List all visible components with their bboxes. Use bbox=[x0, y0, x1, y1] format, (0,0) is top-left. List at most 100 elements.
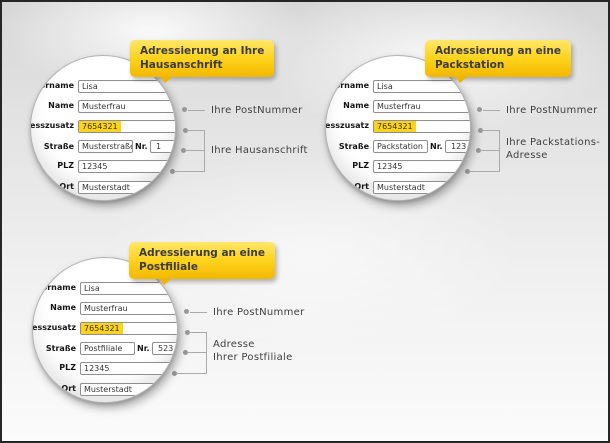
ort-field: Musterstadt bbox=[78, 180, 175, 194]
magnifier-circle: Vorname Lisa Name Musterfrau Adresszusat… bbox=[30, 55, 176, 201]
nr-label: Nr. bbox=[137, 343, 150, 353]
field-label: Adresszusatz bbox=[30, 121, 74, 130]
connector-dot bbox=[478, 128, 483, 133]
panel-hausanschrift: Vorname Lisa Name Musterfrau Adresszusat… bbox=[30, 40, 330, 240]
form-row-adresszusatz: Adresszusatz 7654321 bbox=[326, 119, 470, 133]
ort-field: Musterstadt bbox=[373, 180, 470, 194]
form-row-ort: Ort Musterstadt bbox=[31, 180, 175, 194]
postnummer-annotation: Ihre PostNummer bbox=[506, 104, 598, 116]
connector-line bbox=[190, 311, 207, 313]
postnummer-highlight: 7654321 bbox=[79, 120, 121, 132]
strasse-field: Musterstraße bbox=[78, 140, 133, 153]
form-row-adresszusatz: Adresszusatz 7654321 bbox=[31, 119, 175, 133]
nr-label: Nr. bbox=[135, 141, 148, 151]
title-line: Adressierung an Ihre bbox=[140, 45, 265, 57]
title-line: Adressierung an eine bbox=[435, 45, 561, 57]
field-label: PLZ bbox=[57, 161, 74, 170]
connector-line bbox=[482, 130, 500, 131]
field-label: Straße bbox=[45, 343, 76, 353]
bracket-line bbox=[204, 130, 205, 172]
vorname-field: Lisa bbox=[373, 79, 470, 93]
name-field: Musterfrau bbox=[80, 301, 177, 315]
field-label: Ort bbox=[59, 182, 74, 191]
title-line: Hausanschrift bbox=[140, 59, 223, 71]
connector-line bbox=[483, 109, 500, 111]
field-label: Straße bbox=[43, 141, 74, 151]
form-row-strasse: Straße Musterstraße Nr. 1 bbox=[31, 140, 175, 154]
field-label: Name bbox=[48, 101, 74, 110]
vorname-field: Lisa bbox=[80, 281, 177, 295]
hausnummer-field: 1 bbox=[150, 140, 175, 153]
field-label: Ort bbox=[61, 384, 76, 393]
address-annotation: Ihre Packstations- Adresse bbox=[506, 137, 601, 161]
adresszusatz-field: 7654321 bbox=[373, 119, 470, 133]
field-label: Vorname bbox=[328, 81, 369, 90]
panel-postfiliale: Vorname Lisa Name Musterfrau Adresszusat… bbox=[32, 242, 332, 441]
title-callout: Adressierung an eine Postfiliale bbox=[129, 242, 275, 285]
form-row-name: Name Musterfrau bbox=[33, 301, 177, 315]
nr-label: Nr. bbox=[430, 141, 443, 151]
vorname-field: Lisa bbox=[78, 79, 175, 93]
address-annotation: Ihre Hausanschrift bbox=[211, 144, 308, 156]
form-row-vorname: Vorname Lisa bbox=[31, 79, 175, 93]
form-row-plz: PLZ 12345 bbox=[326, 159, 470, 173]
connector-line bbox=[189, 332, 207, 333]
connector-dot bbox=[183, 128, 188, 133]
connector-line bbox=[187, 351, 207, 353]
address-annotation: Adresse Ihrer Postfiliale bbox=[213, 339, 293, 363]
filiale-nummer-field: 523 bbox=[152, 342, 177, 355]
packstation-nummer-field: 123 bbox=[445, 140, 470, 153]
postnummer-highlight: 7654321 bbox=[81, 322, 123, 334]
connector-dot bbox=[184, 309, 189, 314]
form-row-plz: PLZ 12345 bbox=[31, 159, 175, 173]
field-label: Ort bbox=[354, 182, 369, 191]
title-line: Adressierung an eine bbox=[139, 247, 265, 259]
plz-field: 12345 bbox=[80, 361, 177, 375]
connector-line bbox=[187, 130, 205, 131]
postnummer-annotation: Ihre PostNummer bbox=[213, 306, 305, 318]
connector-dot bbox=[181, 147, 186, 153]
form-row-name: Name Musterfrau bbox=[326, 99, 470, 113]
connector-line bbox=[188, 109, 205, 111]
bracket-line bbox=[206, 332, 207, 374]
form-row-vorname: Vorname Lisa bbox=[326, 79, 470, 93]
connector-dot bbox=[185, 330, 190, 335]
magnifier-circle: Vorname Lisa Name Musterfrau Adresszusat… bbox=[32, 257, 178, 403]
connector-dot bbox=[477, 107, 482, 112]
field-label: Vorname bbox=[35, 283, 76, 292]
field-label: Vorname bbox=[33, 81, 74, 90]
field-label: PLZ bbox=[352, 161, 369, 170]
field-label: Name bbox=[50, 303, 76, 312]
magnifier-circle: Vorname Lisa Name Musterfrau Adresszusat… bbox=[325, 55, 471, 201]
adresszusatz-field: 7654321 bbox=[80, 321, 177, 335]
form-row-ort: Ort Musterstadt bbox=[33, 382, 177, 396]
form-row-vorname: Vorname Lisa bbox=[33, 281, 177, 295]
field-label: Adresszusatz bbox=[32, 323, 76, 332]
name-field: Musterfrau bbox=[373, 99, 470, 113]
title-callout: Adressierung an eine Packstation bbox=[425, 40, 571, 83]
postnummer-highlight: 7654321 bbox=[374, 120, 416, 132]
field-label: Adresszusatz bbox=[325, 121, 369, 130]
title-line: Packstation bbox=[435, 59, 505, 71]
name-field: Musterfrau bbox=[78, 99, 175, 113]
connector-line bbox=[185, 149, 205, 151]
connector-line bbox=[480, 149, 500, 151]
adresszusatz-field: 7654321 bbox=[78, 119, 175, 133]
form-row-strasse: Straße Packstation Nr. 123 bbox=[326, 140, 470, 154]
form-row-name: Name Musterfrau bbox=[31, 99, 175, 113]
connector-dot bbox=[476, 147, 481, 153]
field-label: PLZ bbox=[59, 363, 76, 372]
title-line: Postfiliale bbox=[139, 261, 198, 273]
bracket-line bbox=[499, 130, 500, 172]
connector-line bbox=[469, 170, 500, 172]
connector-dot bbox=[182, 107, 187, 112]
connector-dot bbox=[183, 349, 188, 355]
form-row-adresszusatz: Adresszusatz 7654321 bbox=[33, 321, 177, 335]
field-label: Straße bbox=[338, 141, 369, 151]
strasse-field: Packstation bbox=[373, 140, 428, 153]
plz-field: 12345 bbox=[78, 159, 175, 173]
ort-field: Musterstadt bbox=[80, 382, 177, 396]
form-row-ort: Ort Musterstadt bbox=[326, 180, 470, 194]
title-callout: Adressierung an Ihre Hausanschrift bbox=[130, 40, 275, 83]
